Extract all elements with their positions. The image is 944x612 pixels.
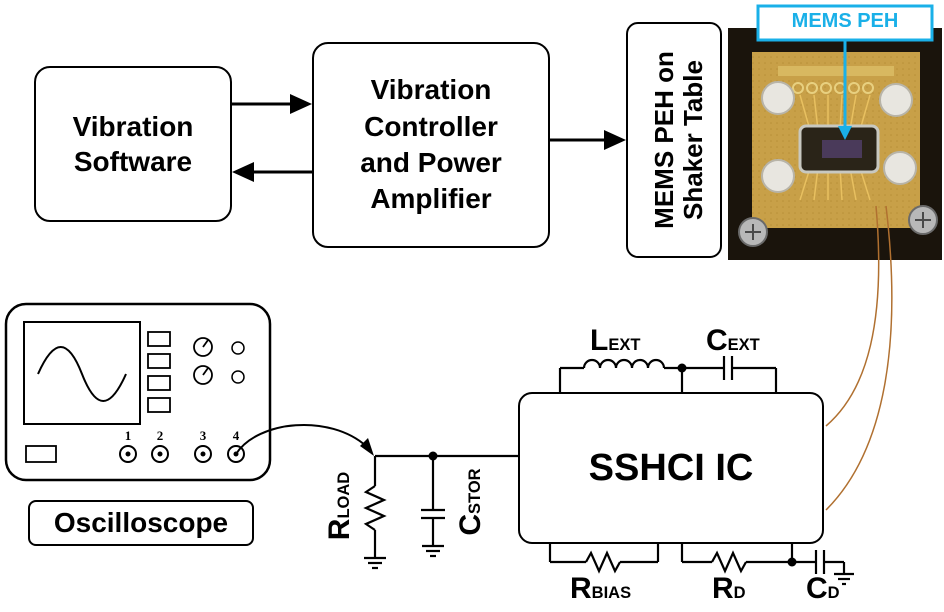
c-ext-main: C	[706, 324, 728, 357]
l-ext-sub: EXT	[608, 336, 640, 354]
c-ext-sub: EXT	[728, 336, 760, 354]
scope-button-3	[148, 376, 170, 390]
channel-2: 2	[157, 428, 164, 443]
r-d-sub: D	[734, 584, 746, 602]
output-circuit	[364, 456, 518, 568]
scope-led-1	[232, 342, 244, 354]
c-stor-main: C	[454, 514, 487, 536]
c-d-sub: D	[828, 584, 840, 602]
scope-led-2	[232, 371, 244, 383]
channel-1: 1	[125, 428, 132, 443]
c-d-label: CD	[806, 572, 840, 606]
r-bias-main: R	[570, 572, 592, 605]
c-ext-label: CEXT	[706, 324, 760, 358]
signal-arrows	[232, 94, 626, 182]
r-load-main: R	[323, 519, 356, 541]
channel-3: 3	[200, 428, 207, 443]
c-d-main: C	[806, 572, 828, 605]
scope-button-1	[148, 332, 170, 346]
scope-button-4	[148, 398, 170, 412]
r-load-label: RLOAD	[323, 461, 359, 551]
r-bias-sub: BIAS	[592, 584, 631, 602]
c-stor-label: CSTOR	[454, 450, 490, 554]
mems-peh-callout: MEMS PEH	[758, 10, 932, 33]
channel-4: 4	[233, 428, 240, 443]
r-load-sub: LOAD	[335, 472, 353, 519]
scope-power-switch	[26, 446, 56, 462]
scope-button-2	[148, 354, 170, 368]
r-d-main: R	[712, 572, 734, 605]
l-ext-label: LEXT	[590, 324, 640, 358]
r-d-label: RD	[712, 572, 746, 606]
mems-peh-photo	[728, 6, 942, 260]
r-bias-label: RBIAS	[570, 572, 631, 606]
c-stor-sub: STOR	[466, 468, 484, 514]
l-ext-main: L	[590, 324, 608, 357]
oscilloscope	[6, 304, 270, 480]
top-components	[560, 356, 776, 392]
